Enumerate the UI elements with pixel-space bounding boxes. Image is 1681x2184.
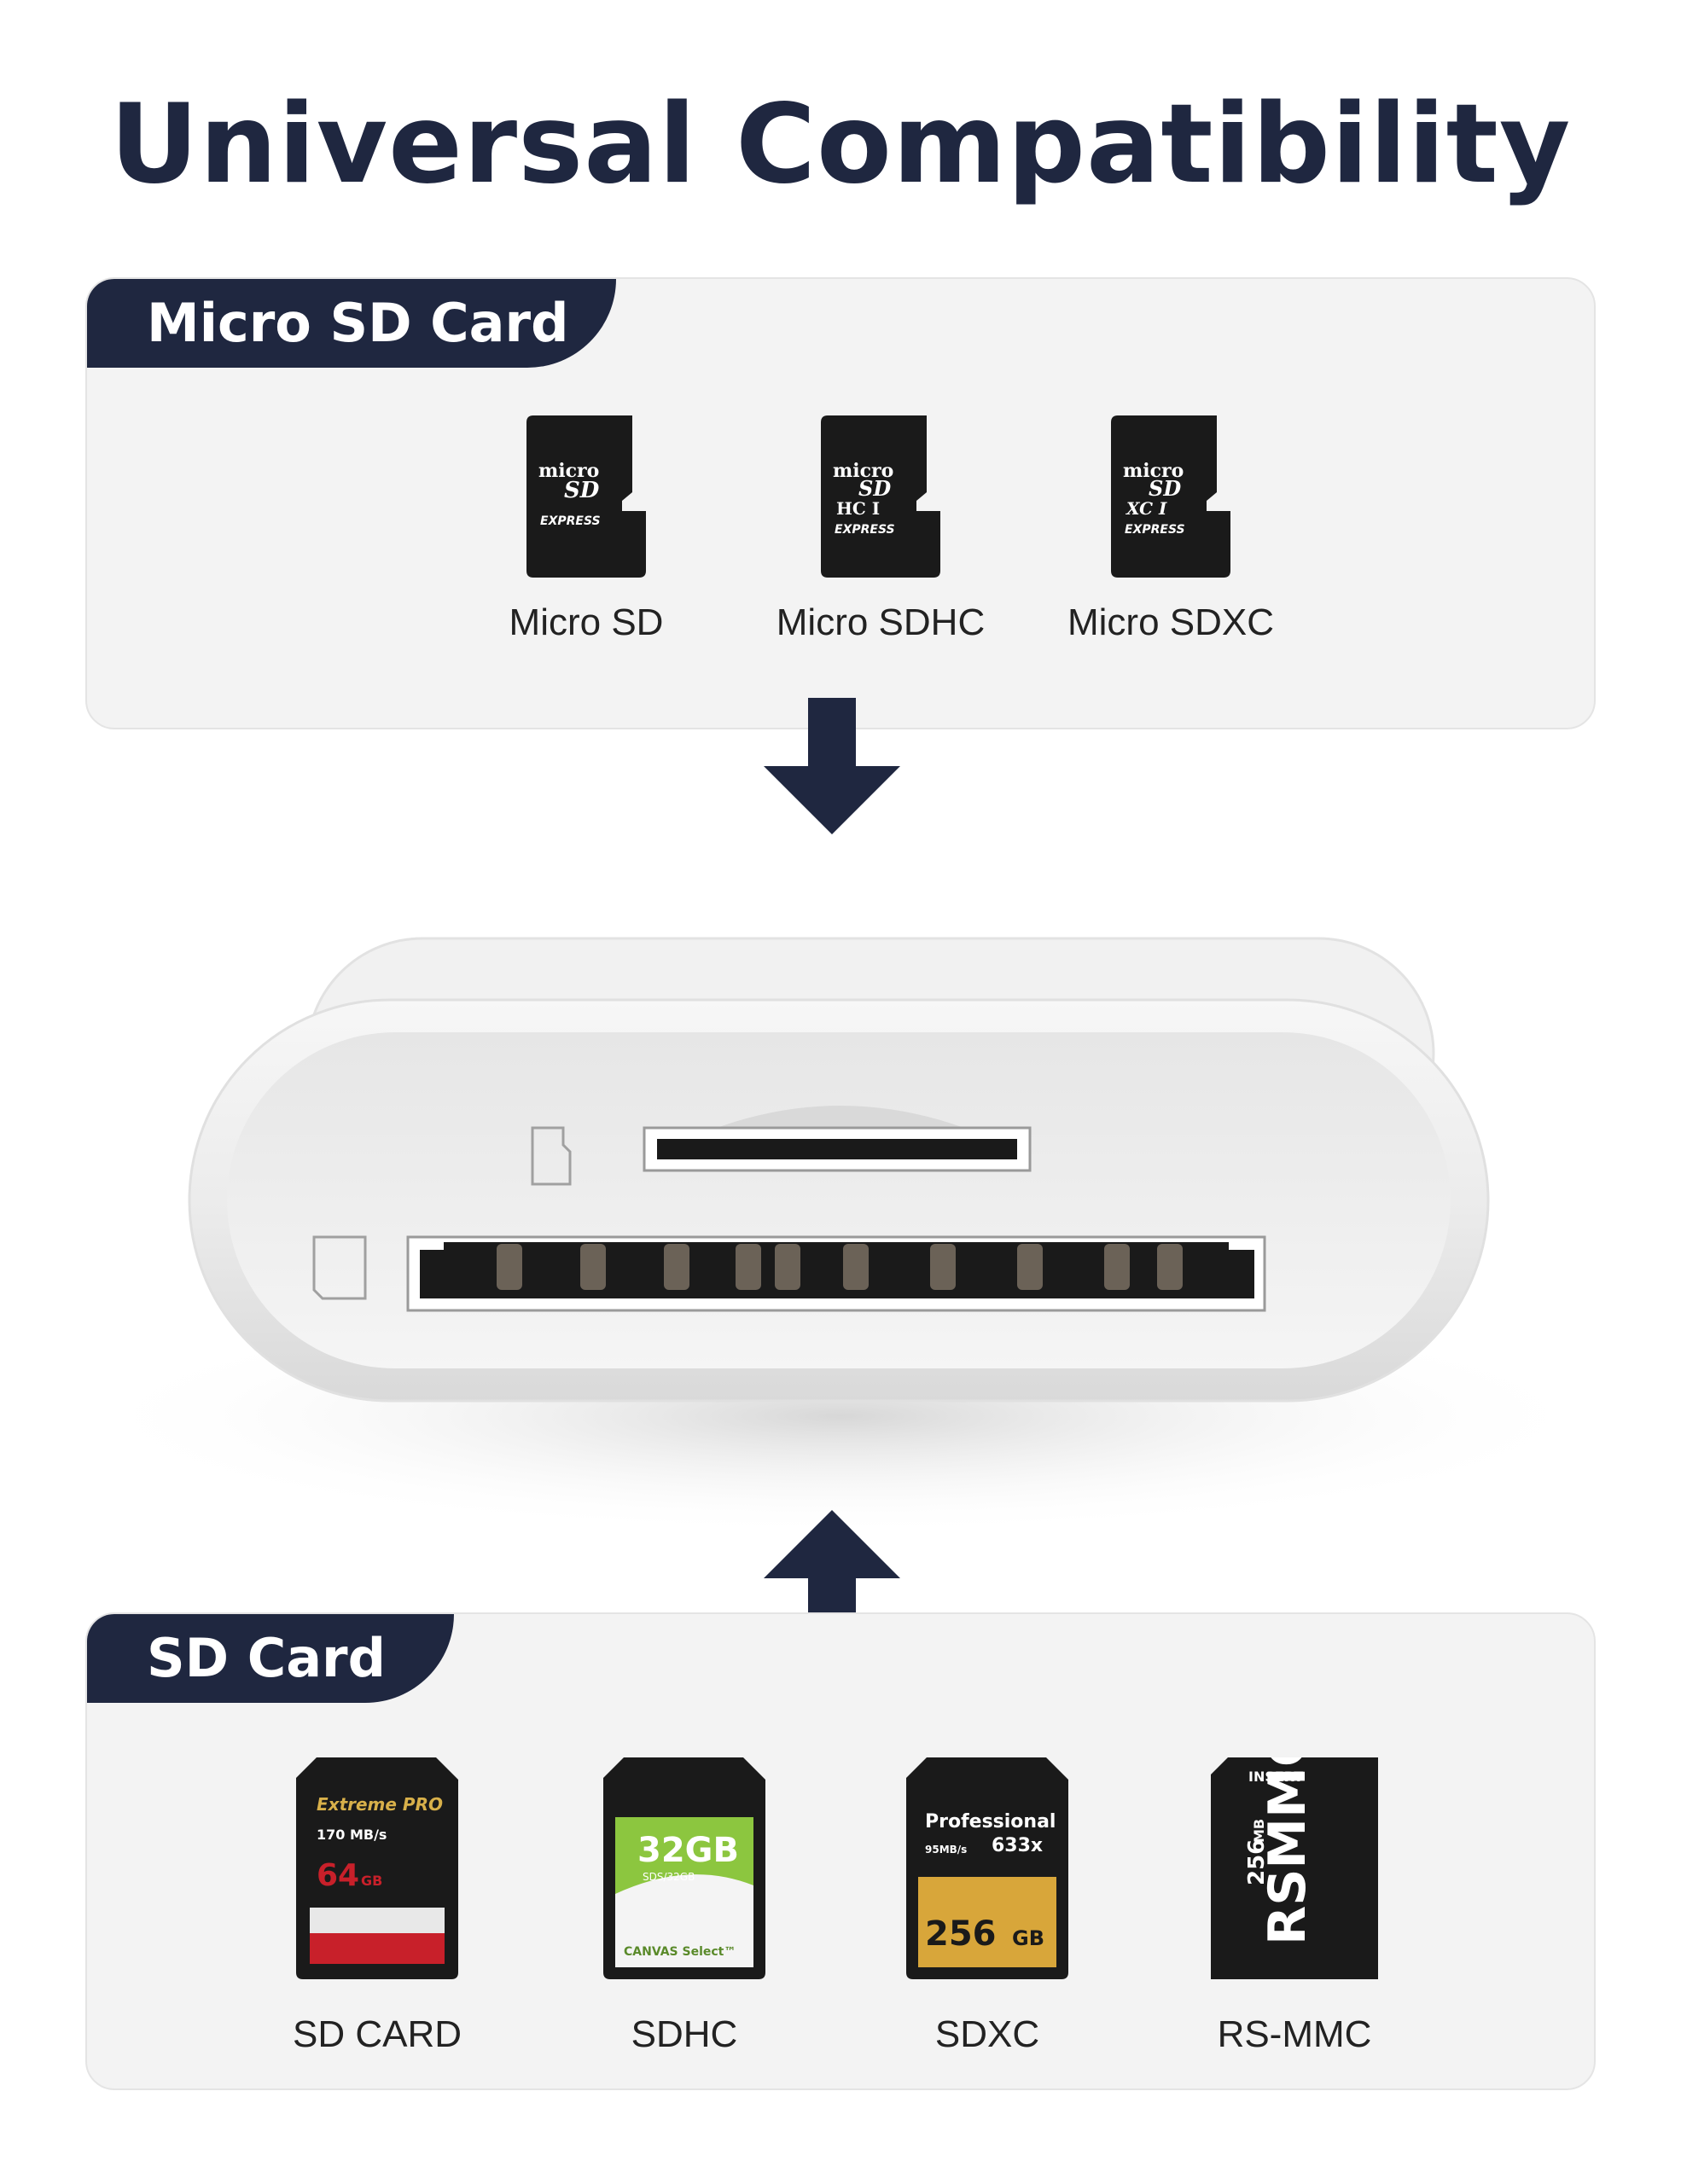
sdhc-item: 32GB SDS/32GB CANVAS Select™ SDHC — [548, 1757, 821, 2056]
card-unit-text: MB — [1251, 1819, 1267, 1843]
micro-logo-text: micro — [538, 460, 599, 482]
micro-sd-tab: Micro SD Card — [87, 279, 616, 368]
sdhc-label: SDHC — [631, 2013, 738, 2055]
micro-sdhc-label: Micro SDHC — [776, 601, 986, 643]
card-speed-text: 170 MB/s — [317, 1827, 387, 1843]
card-capacity-text: 256 — [925, 1914, 997, 1954]
express-text: EXPRESS — [1125, 523, 1185, 537]
xc-logo-text: XC I — [1125, 498, 1167, 519]
card-insert-text: INSERT — [1248, 1769, 1303, 1785]
micro-sdxc-card-image: micro SD XC I EXPRESS — [1111, 415, 1230, 578]
micro-logo-text: micro — [1123, 460, 1184, 482]
micro-sdhc-card-image: micro SD HC I EXPRESS — [821, 415, 940, 578]
sdxc-label: SDXC — [934, 2013, 1040, 2055]
sd-logo-text: SD — [564, 478, 600, 503]
sdhc-card-image: 32GB SDS/32GB CANVAS Select™ — [603, 1757, 765, 1979]
rs-mmc-card-image: INSERT RSMMC 256 MB — [1211, 1757, 1378, 1979]
card-reader-image — [73, 937, 1608, 1536]
card-unit-text: GB — [361, 1873, 382, 1889]
sd-logo-text: SD — [1149, 476, 1181, 501]
card-capacity-text: 32GB — [637, 1831, 739, 1870]
card-capacity-text: 256 — [1244, 1839, 1270, 1885]
micro-sdxc-item: micro SD XC I EXPRESS Micro SDXC — [1026, 415, 1316, 644]
sd-tab: SD Card — [87, 1614, 454, 1703]
hc-logo-text: HC I — [836, 498, 880, 519]
micro-sd-label: Micro SD — [509, 601, 664, 643]
card-brand-text: RSMMC — [1258, 1757, 1317, 1945]
sd-logo-text: SD — [858, 476, 891, 501]
card-capacity-text: 64 — [317, 1858, 359, 1893]
rs-mmc-item: INSERT RSMMC 256 MB RS-MMC — [1158, 1757, 1431, 2056]
sdxc-card-image: Professional 633x 95MB/s 256 GB — [906, 1757, 1068, 1979]
express-text: EXPRESS — [540, 514, 601, 528]
card-sub-text: SDS/32GB — [643, 1871, 695, 1883]
micro-logo-text: micro — [833, 460, 893, 482]
rs-mmc-label: RS-MMC — [1217, 2013, 1372, 2055]
micro-sdhc-item: micro SD HC I EXPRESS Micro SDHC — [736, 415, 1026, 644]
card-rating-text: 633x — [992, 1835, 1043, 1856]
card-unit-text: GB — [1012, 1926, 1044, 1950]
micro-sd-panel: Micro SD Card micro SD EXPRESS Micro SD … — [85, 277, 1596, 729]
card-brand-text: Extreme PRO — [317, 1794, 443, 1815]
sdxc-item: Professional 633x 95MB/s 256 GB SDXC — [851, 1757, 1124, 2056]
card-brand-text: Professional — [925, 1811, 1056, 1833]
sd-card-item: Extreme PRO 170 MB/s 64 GB SD CARD — [241, 1757, 514, 2056]
arrow-down-icon — [764, 698, 900, 834]
sd-card-label: SD CARD — [292, 2013, 462, 2055]
sd-card-image: Extreme PRO 170 MB/s 64 GB — [296, 1757, 458, 1979]
express-text: EXPRESS — [835, 523, 895, 537]
micro-sd-card-image: micro SD EXPRESS — [526, 415, 646, 578]
micro-sd-item: micro SD EXPRESS Micro SD — [445, 415, 727, 644]
sd-panel: SD Card Extreme PRO 170 MB/s 64 GB SD CA… — [85, 1612, 1596, 2090]
card-brand-text: CANVAS Select™ — [624, 1945, 736, 1959]
micro-sdxc-label: Micro SDXC — [1067, 601, 1275, 643]
card-speed-text: 95MB/s — [925, 1844, 967, 1856]
page-title: Universal Compatibility — [109, 81, 1572, 208]
